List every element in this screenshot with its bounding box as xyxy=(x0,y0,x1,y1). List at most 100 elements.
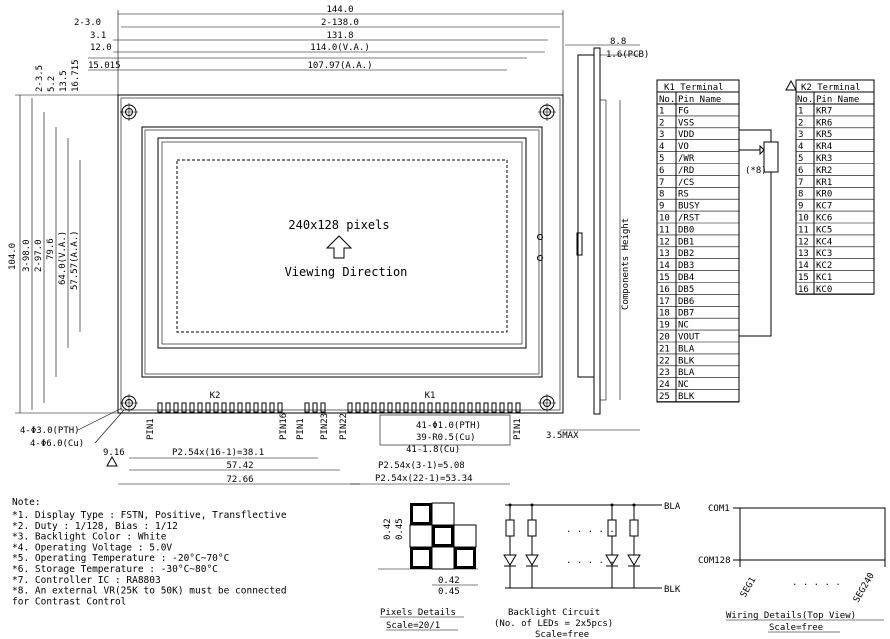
k1-pad xyxy=(379,402,385,413)
dim-label: P2.54x(16-1)=38.1 xyxy=(172,448,264,458)
k1-row-no: 20 xyxy=(659,333,670,343)
mounting-hole xyxy=(538,394,556,412)
k1-row-no: 19 xyxy=(659,321,670,331)
k2-pad xyxy=(165,402,171,413)
k2-row-no: 9 xyxy=(798,202,803,212)
led-diode xyxy=(525,554,539,566)
dim-label: 15.015 xyxy=(88,61,121,71)
k2-row-name: KR4 xyxy=(816,142,832,152)
k1-pad xyxy=(459,402,465,413)
k1-row-name: DB1 xyxy=(678,237,694,247)
k1-pad xyxy=(387,402,393,413)
k2-pad xyxy=(189,402,195,413)
k1-row-no: 24 xyxy=(659,380,670,390)
k2-pad xyxy=(253,402,259,413)
vr-note: (*8) xyxy=(745,166,767,176)
pixel-dim: 0.42 xyxy=(383,518,393,540)
svg-text:. . . . .: . . . . . xyxy=(566,556,615,566)
k2-row-name: KC3 xyxy=(816,249,832,259)
led-diode xyxy=(627,554,641,566)
k1-pad xyxy=(507,402,513,413)
com1-label: COM1 xyxy=(708,504,730,514)
dim-label: 5.2 xyxy=(47,76,57,92)
k1-row-name: /RST xyxy=(678,214,700,224)
k2-row-no: 1 xyxy=(798,106,803,116)
dim-label: 107.97(A.A.) xyxy=(307,61,372,71)
k2-head-name: Pin Name xyxy=(816,95,859,105)
k1-pad xyxy=(312,402,318,413)
resistor xyxy=(505,519,515,537)
k1-row-name: VOUT xyxy=(678,333,700,343)
k2-pad xyxy=(181,402,187,413)
side-view: 8.8 1.6(PCB) Components Height 3.5MAX xyxy=(546,37,649,441)
dim-label: 3-98.0 xyxy=(22,239,32,272)
k1-pad xyxy=(483,402,489,413)
svg-text:. . . . .: . . . . . xyxy=(792,578,841,588)
led-diode xyxy=(503,554,517,566)
k2-row-name: KC1 xyxy=(816,273,832,283)
k1-row-no: 8 xyxy=(659,190,664,200)
dim-label: 72.66 xyxy=(226,475,253,485)
k1-row-no: 25 xyxy=(659,392,670,402)
k1-pad xyxy=(443,402,449,413)
mounting-hole xyxy=(538,103,556,121)
k1-row-name: /CS xyxy=(678,178,694,188)
k2-row-name: KR6 xyxy=(816,118,832,128)
k2-pad xyxy=(205,402,211,413)
note-item: *6. Storage Temperature : -30°C~80°C xyxy=(12,564,218,575)
note-item: *8. An external VR(25K to 50K) must be c… xyxy=(12,586,287,597)
k1-row-name: BUSY xyxy=(678,202,700,212)
k1-pad xyxy=(419,402,425,413)
k2-row-no: 15 xyxy=(798,273,809,283)
notes-title: Note: xyxy=(12,497,41,508)
k2-pad xyxy=(229,402,235,413)
k1-row-name: NC xyxy=(678,380,689,390)
k2-row-name: KR3 xyxy=(816,154,832,164)
k1-pad xyxy=(395,402,401,413)
k2-row-no: 5 xyxy=(798,154,803,164)
blk-label: BLK xyxy=(664,585,681,595)
led-diode xyxy=(605,554,619,566)
k1-row-name: BLA xyxy=(678,344,695,354)
dim-label: 2-138.0 xyxy=(321,18,359,28)
k1-row-name: VSS xyxy=(678,118,694,128)
k1-row-name: DB5 xyxy=(678,285,694,295)
k1-row-name: RS xyxy=(678,190,689,200)
k1-connector-pads xyxy=(304,402,521,413)
pixels-scale: Scale=20/1 xyxy=(386,621,440,631)
left-dimensions: 2-3.5 5.2 13.5 16.715 104.0 3-98.0 2-97.… xyxy=(8,59,118,414)
resistor xyxy=(527,519,537,537)
k2-row-no: 7 xyxy=(798,178,803,188)
k1-row-no: 12 xyxy=(659,237,670,247)
k1-pad xyxy=(371,402,377,413)
k1-row-name: VO xyxy=(678,142,689,152)
notes: Note: *1. Display Type : FSTN, Positive,… xyxy=(12,497,287,607)
k2-pad xyxy=(157,402,163,413)
k2-row-no: 2 xyxy=(798,118,803,128)
k1-head-name: Pin Name xyxy=(678,95,721,105)
k1-pad xyxy=(451,402,457,413)
svg-text:. . . . .: . . . . . xyxy=(566,525,615,535)
top-dimensions: 144.0 2-3.0 2-138.0 3.1 131.8 12.0 114.0… xyxy=(74,5,564,95)
k1-pad xyxy=(427,402,433,413)
k1-row-no: 6 xyxy=(659,166,664,176)
k2-connector-pads xyxy=(157,402,283,413)
k1-row-no: 9 xyxy=(659,202,664,212)
lcd-pixels-label: 240x128 pixels xyxy=(288,218,389,232)
k1-pad xyxy=(304,402,310,413)
k2-pad xyxy=(221,402,227,413)
pin-label: PIN1 xyxy=(513,418,523,440)
wiring-details: COM1 COM128 SEG1 SEG240 . . . . . Wiring… xyxy=(698,504,886,633)
hole-callout: 4-Φ3.0(PTH) xyxy=(20,426,80,436)
pixel-dim: 0.45 xyxy=(438,587,460,597)
k1-pad xyxy=(403,402,409,413)
k1-row-name: BLK xyxy=(678,356,695,366)
k1-row-no: 22 xyxy=(659,356,670,366)
k2-row-no: 8 xyxy=(798,190,803,200)
k1-row-name: VDD xyxy=(678,130,694,140)
k2-row-name: KC2 xyxy=(816,261,832,271)
bottom-dimensions: 4-Φ3.0(PTH) 4-Φ6.0(Cu) 9.16 P2.54x(16-1)… xyxy=(20,407,510,485)
k2-row-no: 13 xyxy=(798,249,809,259)
k1-callout: 39-R0.5(Cu) xyxy=(416,433,476,443)
